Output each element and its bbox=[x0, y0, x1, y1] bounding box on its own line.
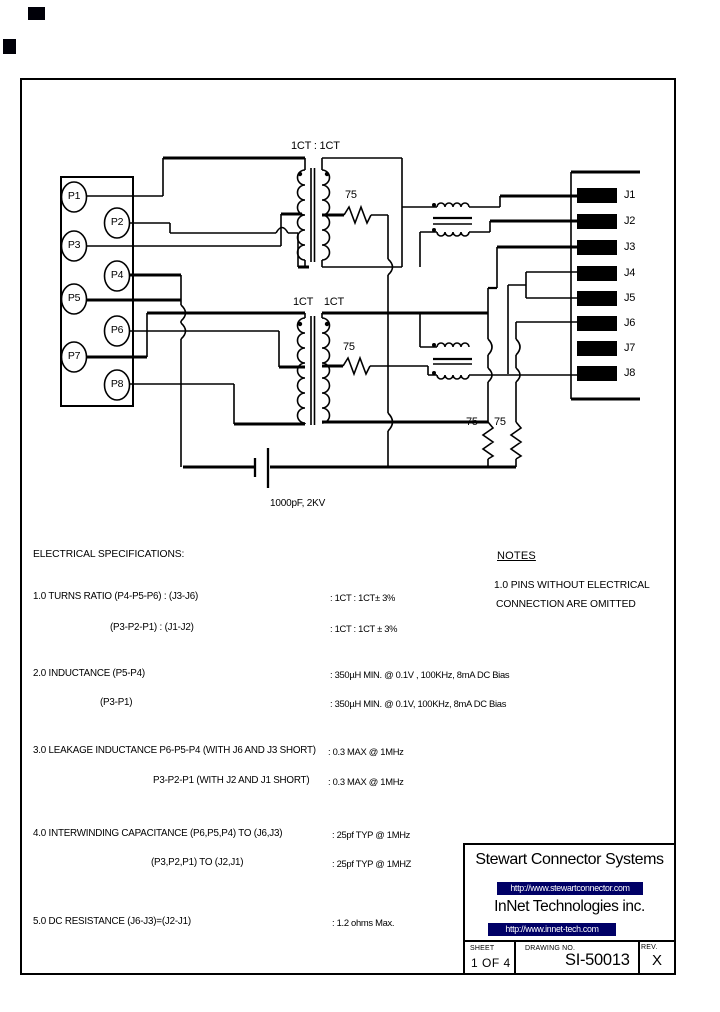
jack-pad-j5 bbox=[577, 291, 617, 306]
company-name-2: InNet Technologies inc. bbox=[494, 898, 645, 915]
jack-pad-j4 bbox=[577, 266, 617, 281]
notes-line-2: CONNECTION ARE OMITTED bbox=[496, 599, 636, 610]
cap-and-core bbox=[253, 216, 497, 488]
notes-heading: NOTES bbox=[497, 550, 536, 562]
jack-pad-j3 bbox=[577, 240, 617, 255]
spec-row-value: : 0.3 MAX @ 1MHz bbox=[328, 746, 404, 757]
spec-row-value: : 1CT : 1CT ± 3% bbox=[330, 623, 398, 634]
spec-row-value: : 25pf TYP @ 1MHZ bbox=[332, 858, 412, 869]
jack-label-j1: J1 bbox=[624, 189, 636, 201]
schematic-drawing bbox=[60, 156, 640, 488]
spec-row-value: : 1CT : 1CT± 3% bbox=[330, 592, 396, 603]
windings-and-components bbox=[180, 169, 523, 460]
wires-thick bbox=[86, 156, 640, 469]
pin-label-p4: P4 bbox=[110, 269, 124, 281]
wires-thin bbox=[86, 157, 577, 467]
jack-label-j2: J2 bbox=[624, 215, 636, 227]
spec-row-value: : 0.3 MAX @ 1MHz bbox=[328, 776, 404, 787]
sheet-border bbox=[20, 78, 676, 975]
corner-mark-2 bbox=[3, 39, 16, 54]
spec-row-label: 4.0 INTERWINDING CAPACITANCE (P6,P5,P4) … bbox=[33, 828, 283, 839]
spec-row-label: (P3,P2,P1) TO (J2,J1) bbox=[151, 857, 244, 868]
spec-row-label: (P3-P2-P1) : (J1-J2) bbox=[110, 622, 194, 633]
phase-dots bbox=[297, 171, 436, 375]
resistor-75-vert1-label: 75 bbox=[466, 416, 478, 428]
title-block-cell-divider-2 bbox=[638, 942, 640, 973]
pin-label-p3: P3 bbox=[67, 239, 81, 251]
pin-label-p7: P7 bbox=[67, 350, 81, 362]
revision-value: X bbox=[652, 952, 663, 969]
spec-row-value: : 1.2 ohms Max. bbox=[332, 917, 395, 928]
corner-mark-1 bbox=[28, 7, 45, 20]
spec-row-value: : 350µH MIN. @ 0.1V , 100KHz, 8mA DC Bia… bbox=[330, 669, 510, 680]
title-block-cell-divider-1 bbox=[514, 942, 516, 973]
pin-label-p6: P6 bbox=[110, 324, 124, 336]
pin-label-p2: P2 bbox=[110, 216, 124, 228]
notes-line-1: 1.0 PINS WITHOUT ELECTRICAL bbox=[494, 580, 650, 591]
spec-row-label: (P3-P1) bbox=[100, 697, 133, 708]
jack-pad-j8 bbox=[577, 366, 617, 381]
specs-heading: ELECTRICAL SPECIFICATIONS: bbox=[33, 549, 185, 560]
resistor-75-vert2-label: 75 bbox=[494, 416, 506, 428]
drawing-number-value: SI-50013 bbox=[565, 951, 630, 969]
jack-label-j5: J5 bbox=[624, 292, 636, 304]
transformer-top-ratio-label: 1CT : 1CT bbox=[291, 140, 340, 152]
company-name-1: Stewart Connector Systems bbox=[475, 851, 664, 868]
jack-pad-j1 bbox=[577, 188, 617, 203]
jack-label-j7: J7 bbox=[624, 342, 636, 354]
pin-label-p8: P8 bbox=[110, 378, 124, 390]
resistor-75-top-label: 75 bbox=[345, 189, 357, 201]
transformer-bottom-ratio-label: 1CT 1CT bbox=[293, 296, 345, 308]
revision-label: REV. bbox=[641, 944, 658, 951]
resistor-75-mid-label: 75 bbox=[343, 341, 355, 353]
pin-label-p1: P1 bbox=[67, 190, 81, 202]
jack-label-j8: J8 bbox=[624, 367, 636, 379]
spec-row-label: P3-P2-P1 (WITH J2 AND J1 SHORT) bbox=[153, 775, 310, 786]
jack-pad-j6 bbox=[577, 316, 617, 331]
jack-pad-j2 bbox=[577, 214, 617, 229]
pin-box bbox=[60, 176, 134, 407]
spec-row-label: 3.0 LEAKAGE INDUCTANCE P6-P5-P4 (WITH J6… bbox=[33, 745, 316, 756]
sheet-value: 1 OF 4 bbox=[471, 956, 511, 970]
jack-label-j4: J4 bbox=[624, 267, 636, 279]
company-url-2[interactable]: http://www.innet-tech.com bbox=[488, 923, 616, 936]
sheet-label: SHEET bbox=[470, 945, 495, 952]
company-url-1[interactable]: http://www.stewartconnector.com bbox=[497, 882, 643, 895]
title-block: Stewart Connector Systems http://www.ste… bbox=[463, 843, 676, 975]
spec-row-value: : 25pf TYP @ 1MHz bbox=[332, 829, 411, 840]
spec-row-label: 5.0 DC RESISTANCE (J6-J3)=(J2-J1) bbox=[33, 916, 191, 927]
spec-row-label: 1.0 TURNS RATIO (P4-P5-P6) : (J3-J6) bbox=[33, 591, 199, 602]
spec-row-label: 2.0 INDUCTANCE (P5-P4) bbox=[33, 668, 145, 679]
pin-label-p5: P5 bbox=[67, 292, 81, 304]
jack-label-j3: J3 bbox=[624, 241, 636, 253]
jack-label-j6: J6 bbox=[624, 317, 636, 329]
drawing-number-label: DRAWING NO. bbox=[525, 945, 576, 952]
pin-circles bbox=[60, 181, 131, 401]
capacitor-value-label: 1000pF, 2KV bbox=[270, 498, 326, 509]
spec-row-value: : 350µH MIN. @ 0.1V, 100KHz, 8mA DC Bias bbox=[330, 698, 507, 709]
jack-pad-j7 bbox=[577, 341, 617, 356]
title-block-divider bbox=[465, 940, 674, 942]
